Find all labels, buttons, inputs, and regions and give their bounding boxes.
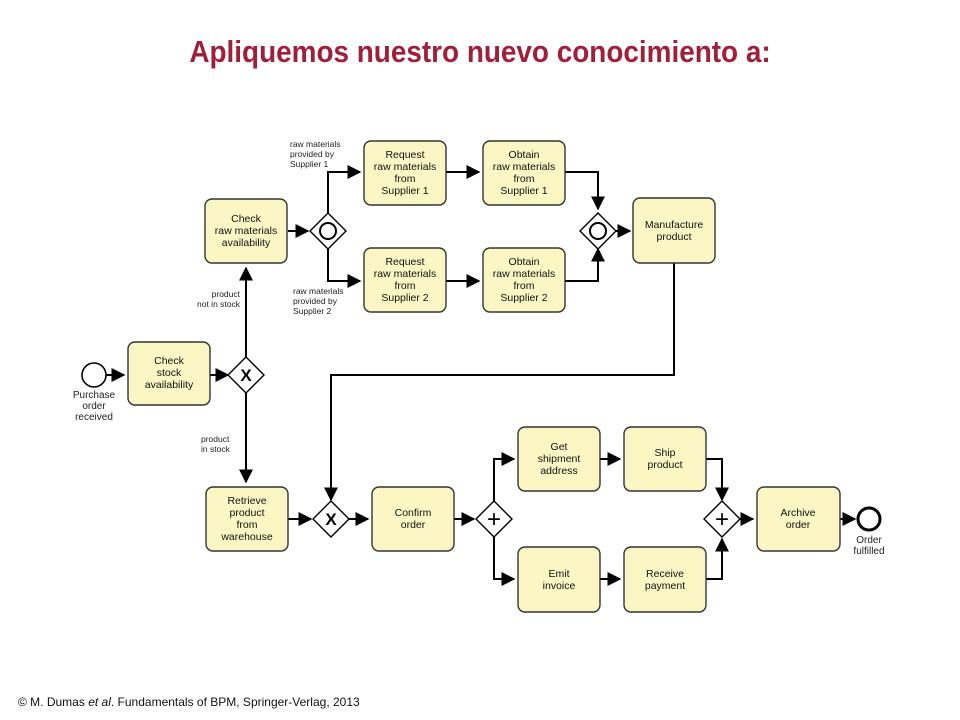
svg-text:product: product xyxy=(656,231,691,243)
start-event-label: Purchase order received xyxy=(73,390,116,423)
end-event xyxy=(856,506,882,532)
svg-text:availability: availability xyxy=(145,379,194,391)
task-get-shipment-address: Get shipment address xyxy=(517,426,601,492)
label-supplier-1: raw materials provided by Supplier 1 xyxy=(290,139,341,169)
task-ship-product: Ship product xyxy=(623,426,707,492)
svg-text:not in stock: not in stock xyxy=(197,299,241,309)
svg-text:raw materials: raw materials xyxy=(293,286,344,296)
label-supplier-2: raw materials provided by Supplier 2 xyxy=(293,286,344,316)
svg-text:raw materials: raw materials xyxy=(374,268,436,280)
svg-text:raw materials: raw materials xyxy=(290,139,341,149)
svg-text:address: address xyxy=(540,465,577,477)
footer-suffix: . Fundamentals of BPM, Springer-Verlag, … xyxy=(110,695,360,709)
end-event-label: Order fulfilled xyxy=(853,535,884,557)
xor-split-gateway: X xyxy=(227,356,265,394)
svg-text:Purchase: Purchase xyxy=(73,390,116,401)
or-join-gateway xyxy=(579,212,617,250)
svg-text:X: X xyxy=(325,510,337,529)
svg-text:order: order xyxy=(82,401,106,412)
and-join-gateway: + xyxy=(703,500,741,538)
svg-text:Check: Check xyxy=(231,213,262,225)
svg-text:availability: availability xyxy=(222,237,271,249)
svg-text:in stock: in stock xyxy=(201,444,231,454)
svg-text:Retrieve: Retrieve xyxy=(227,495,266,507)
task-confirm-order: Confirm order xyxy=(371,486,455,552)
svg-text:raw materials: raw materials xyxy=(374,161,436,173)
svg-text:provided by: provided by xyxy=(293,296,338,306)
svg-text:Receive: Receive xyxy=(646,568,684,580)
svg-text:product: product xyxy=(201,434,230,444)
svg-text:warehouse: warehouse xyxy=(220,531,273,543)
svg-text:Get: Get xyxy=(551,441,568,453)
svg-text:Supplier 2: Supplier 2 xyxy=(293,306,332,316)
svg-text:Request: Request xyxy=(385,256,424,268)
svg-text:Manufacture: Manufacture xyxy=(645,219,704,231)
svg-text:fulfilled: fulfilled xyxy=(853,546,884,557)
svg-text:Check: Check xyxy=(154,355,185,367)
task-archive-order: Archive order xyxy=(756,486,841,552)
svg-text:product: product xyxy=(229,507,264,519)
svg-text:invoice: invoice xyxy=(543,580,576,592)
citation-footer: © M. Dumas et al. Fundamentals of BPM, S… xyxy=(18,695,360,709)
svg-text:Order: Order xyxy=(856,535,882,546)
svg-text:payment: payment xyxy=(645,580,685,592)
svg-text:order: order xyxy=(786,519,811,531)
svg-text:raw materials: raw materials xyxy=(215,225,277,237)
task-obtain-supplier-2: Obtain raw materials from Supplier 2 xyxy=(482,247,566,313)
svg-text:Ship: Ship xyxy=(654,447,675,459)
svg-text:Request: Request xyxy=(385,149,424,161)
svg-text:Supplier 1: Supplier 1 xyxy=(290,159,329,169)
svg-text:product: product xyxy=(647,459,682,471)
svg-text:Supplier 2: Supplier 2 xyxy=(381,292,428,304)
svg-text:from: from xyxy=(514,280,535,292)
svg-text:raw materials: raw materials xyxy=(493,268,555,280)
svg-text:Obtain: Obtain xyxy=(509,149,540,161)
task-request-supplier-1: Request raw materials from Supplier 1 xyxy=(363,140,447,206)
svg-text:provided by: provided by xyxy=(290,149,335,159)
task-receive-payment: Receive payment xyxy=(623,546,707,613)
svg-text:+: + xyxy=(715,506,729,533)
task-check-raw-materials: Check raw materials availability xyxy=(204,198,288,264)
svg-text:raw materials: raw materials xyxy=(493,161,555,173)
label-not-in-stock: product not in stock xyxy=(197,289,241,309)
svg-text:X: X xyxy=(240,366,252,385)
task-manufacture-product: Manufacture product xyxy=(632,197,716,264)
svg-text:Archive: Archive xyxy=(780,507,815,519)
start-event xyxy=(81,362,107,388)
svg-text:from: from xyxy=(395,280,416,292)
svg-text:product: product xyxy=(212,289,241,299)
footer-prefix: © M. Dumas xyxy=(18,695,89,709)
footer-italic: et al xyxy=(88,695,111,709)
svg-text:shipment: shipment xyxy=(538,453,581,465)
svg-text:received: received xyxy=(75,412,113,423)
svg-text:Confirm: Confirm xyxy=(395,507,432,519)
xor-join-gateway: X xyxy=(312,500,350,538)
slide-title: Apliquemos nuestro nuevo conocimiento a: xyxy=(189,34,771,69)
svg-text:order: order xyxy=(401,519,426,531)
svg-text:from: from xyxy=(237,519,258,531)
svg-text:Obtain: Obtain xyxy=(509,256,540,268)
and-split-gateway: + xyxy=(475,500,513,538)
task-retrieve-product: Retrieve product from warehouse xyxy=(205,486,289,552)
svg-text:stock: stock xyxy=(157,367,182,379)
svg-text:Emit: Emit xyxy=(549,568,570,580)
task-check-stock-availability: Check stock availability xyxy=(127,341,211,406)
svg-text:Supplier 2: Supplier 2 xyxy=(500,292,547,304)
sequence-flows xyxy=(106,165,857,586)
svg-text:from: from xyxy=(514,173,535,185)
label-in-stock: product in stock xyxy=(201,434,231,454)
svg-text:Supplier 1: Supplier 1 xyxy=(381,185,428,197)
svg-text:Supplier 1: Supplier 1 xyxy=(500,185,547,197)
task-emit-invoice: Emit invoice xyxy=(517,546,601,613)
svg-text:+: + xyxy=(487,506,501,533)
task-request-supplier-2: Request raw materials from Supplier 2 xyxy=(363,247,447,313)
svg-text:from: from xyxy=(395,173,416,185)
task-obtain-supplier-1: Obtain raw materials from Supplier 1 xyxy=(482,140,566,206)
or-split-gateway xyxy=(309,212,347,250)
